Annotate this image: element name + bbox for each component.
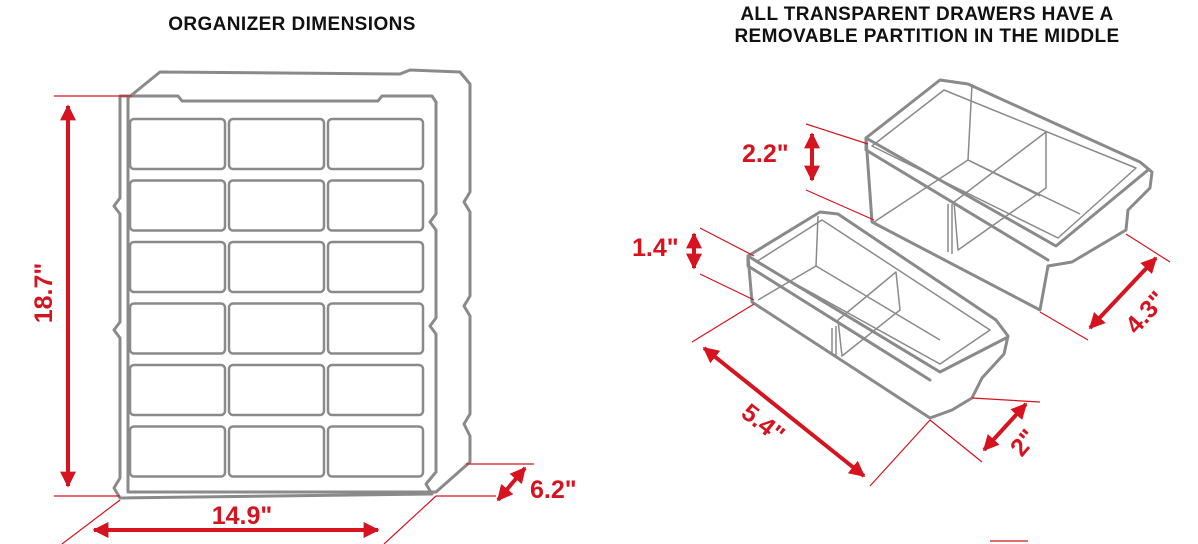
organizer-back-shell	[126, 68, 472, 494]
organizer-drawer-front	[227, 302, 326, 355]
organizer-drawer-front	[128, 117, 227, 171]
organizer-drawer-front	[128, 179, 227, 232]
organizer-drawer-front	[326, 302, 425, 355]
depth-label: 6.2"	[530, 476, 577, 504]
large-depth-label: 4.3"	[1120, 286, 1172, 339]
organizer-drawer-front	[227, 363, 326, 417]
organizer-drawer-front	[128, 425, 227, 478]
organizer-drawer-front	[128, 363, 227, 417]
large-height-extension-bottom	[805, 189, 875, 221]
left-title: ORGANIZER DIMENSIONS	[168, 14, 416, 35]
small-height-extension-bottom	[699, 273, 755, 301]
organizer-drawer-front	[227, 240, 326, 294]
organizer-drawer-front	[227, 117, 326, 171]
organizer-drawer-front	[128, 240, 227, 294]
small-width-arrow	[982, 402, 1028, 452]
organizer-drawer-front	[227, 425, 326, 478]
organizer-drawer-front	[128, 302, 227, 355]
drawer-grid	[128, 117, 425, 478]
organizer-drawer-front	[326, 240, 425, 294]
organizer-illustration	[112, 68, 472, 500]
width-label: 14.9"	[212, 502, 273, 530]
organizer-drawer-front	[326, 179, 425, 232]
right-title-line1: ALL TRANSPARENT DRAWERS HAVE A	[740, 4, 1113, 25]
large-height-extension-top	[805, 123, 869, 145]
width-extension-right	[383, 495, 437, 544]
small-height-extension-top	[699, 227, 755, 257]
large-depth-extension-bottom	[1039, 311, 1089, 341]
small-drawer-illustration	[746, 210, 1010, 420]
small-length-extension-right	[869, 419, 931, 487]
organizer-front-frame	[112, 94, 438, 500]
small-width-label: 2"	[1005, 424, 1043, 462]
organizer-drawer-front	[326, 363, 425, 417]
organizer-drawer-front	[227, 179, 326, 232]
small-length-arrow	[702, 346, 866, 478]
small-height-label: 1.4"	[632, 234, 679, 262]
small-width-extension-bottom	[929, 419, 983, 463]
small-width-extension-top	[971, 397, 1041, 403]
large-depth-arrow	[1088, 256, 1158, 330]
depth-arrow	[496, 466, 527, 502]
large-height-label: 2.2"	[742, 140, 789, 168]
large-drawer-dimensions: 2.2" 4.3"	[742, 123, 1172, 341]
organizer-drawer-front	[326, 425, 425, 478]
width-extension-left	[61, 499, 121, 544]
large-depth-extension-top	[1125, 233, 1171, 263]
large-drawer-illustration	[864, 78, 1154, 312]
right-title-line2: REMOVABLE PARTITION IN THE MIDDLE	[734, 26, 1119, 47]
organizer-dimensions: 18.7" 14.9" 6.2"	[30, 95, 577, 544]
small-length-label: 5.4"	[736, 398, 790, 449]
small-length-extension-left	[691, 303, 755, 343]
height-label: 18.7"	[30, 263, 58, 324]
organizer-drawer-front	[326, 117, 425, 171]
